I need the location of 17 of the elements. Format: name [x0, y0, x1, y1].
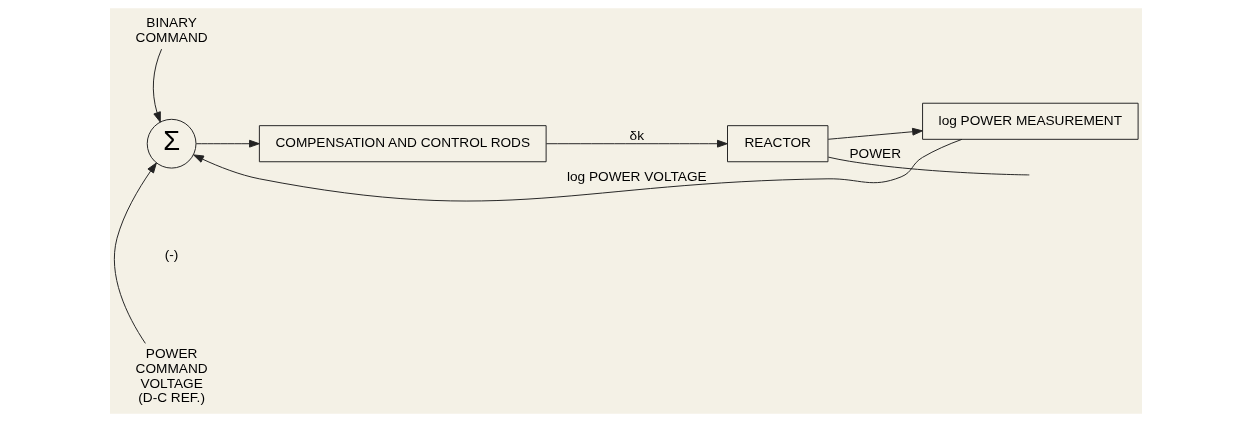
label: (-): [164, 247, 178, 263]
node-text: POWER COMMAND VOLTAGE (D-C REF.): [135, 346, 208, 406]
arrow: [192, 138, 962, 202]
arrow: [827, 127, 923, 140]
connector: [827, 156, 1030, 176]
arrow: [152, 48, 162, 123]
node-circle: Σ: [146, 118, 196, 169]
edge-label: log POWER VOLTAGE: [566, 168, 707, 184]
node-text: BINARY COMMAND: [135, 14, 208, 45]
node-box: REACTOR: [726, 125, 828, 163]
node-box: log POWER MEASUREMENT: [921, 102, 1139, 140]
node-box: COMPENSATION AND CONTROL RODS: [258, 125, 547, 163]
arrow: [195, 139, 260, 148]
arrow: [545, 139, 728, 148]
edge-label: POWER: [848, 145, 901, 161]
edge-label: δk: [629, 128, 644, 143]
arrow: [113, 162, 157, 344]
